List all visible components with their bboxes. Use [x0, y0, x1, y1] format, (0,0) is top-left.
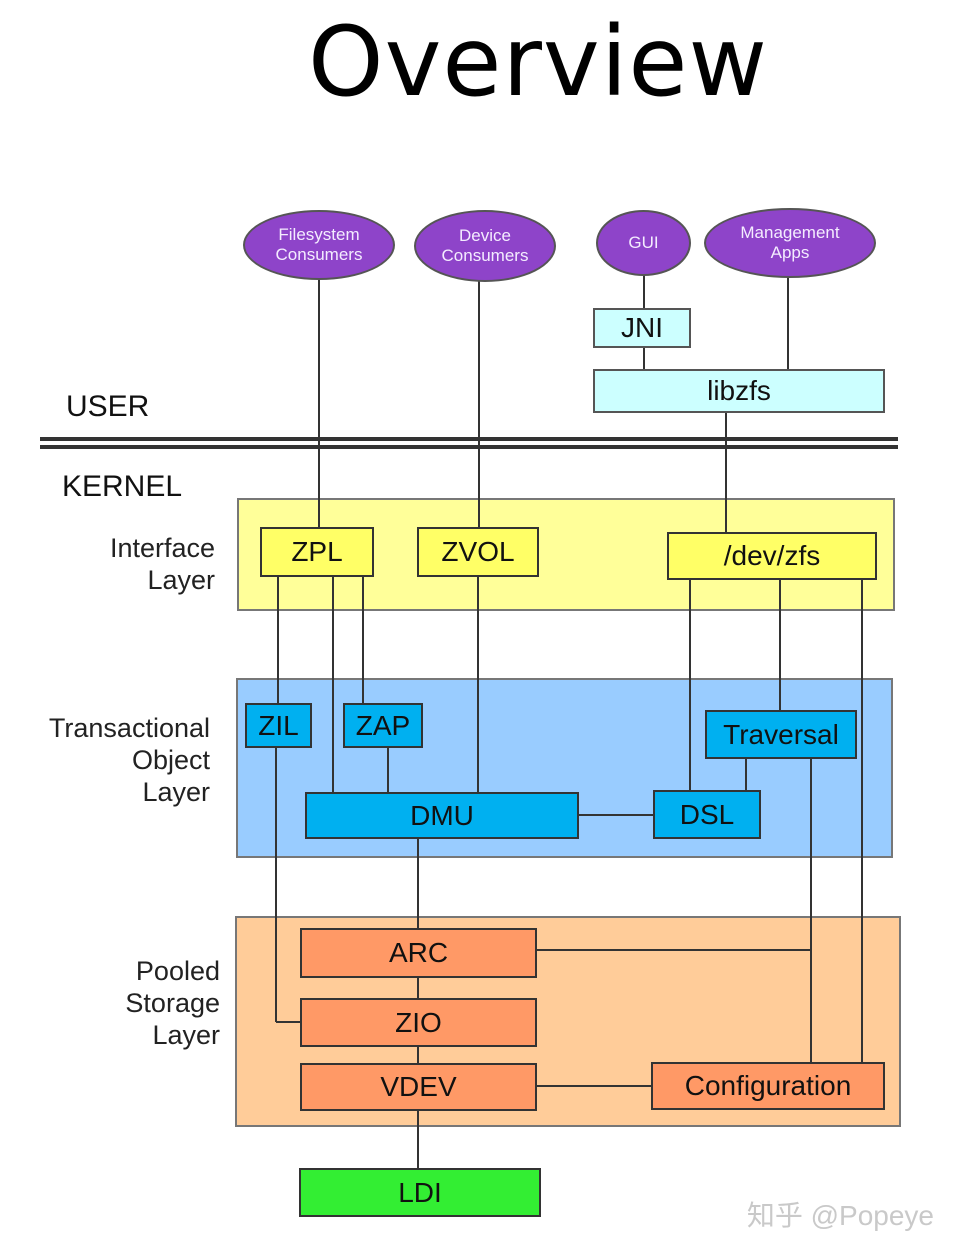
device-consumers-node: Device Consumers — [414, 210, 556, 282]
zpl-box: ZPL — [260, 527, 374, 577]
zio-box: ZIO — [300, 998, 537, 1047]
zvol-box: ZVOL — [417, 527, 539, 577]
filesystem-consumers-node: Filesystem Consumers — [243, 210, 395, 280]
dev-zfs-box: /dev/zfs — [667, 532, 877, 580]
dmu-box: DMU — [305, 792, 579, 839]
jni-box: JNI — [593, 308, 691, 348]
zil-box: ZIL — [245, 703, 312, 748]
gui-node: GUI — [596, 210, 691, 276]
ldi-box: LDI — [299, 1168, 541, 1217]
transactional-layer-label: Transactional Object Layer — [48, 713, 210, 807]
zap-box: ZAP — [343, 703, 423, 748]
traversal-box: Traversal — [705, 710, 857, 759]
dsl-box: DSL — [653, 790, 761, 839]
page-title: Overview — [308, 6, 768, 118]
arc-box: ARC — [300, 928, 537, 978]
pooled-layer-label: Pooled Storage Layer — [125, 956, 220, 1050]
vdev-box: VDEV — [300, 1063, 537, 1111]
user-section-label: USER — [66, 390, 150, 423]
watermark: 知乎 @Popeye — [746, 1200, 934, 1231]
interface-layer-label: Interface Layer — [109, 533, 215, 595]
configuration-box: Configuration — [651, 1062, 885, 1110]
libzfs-box: libzfs — [593, 369, 885, 413]
kernel-section-label: KERNEL — [62, 470, 183, 503]
management-apps-node: Management Apps — [704, 208, 876, 278]
